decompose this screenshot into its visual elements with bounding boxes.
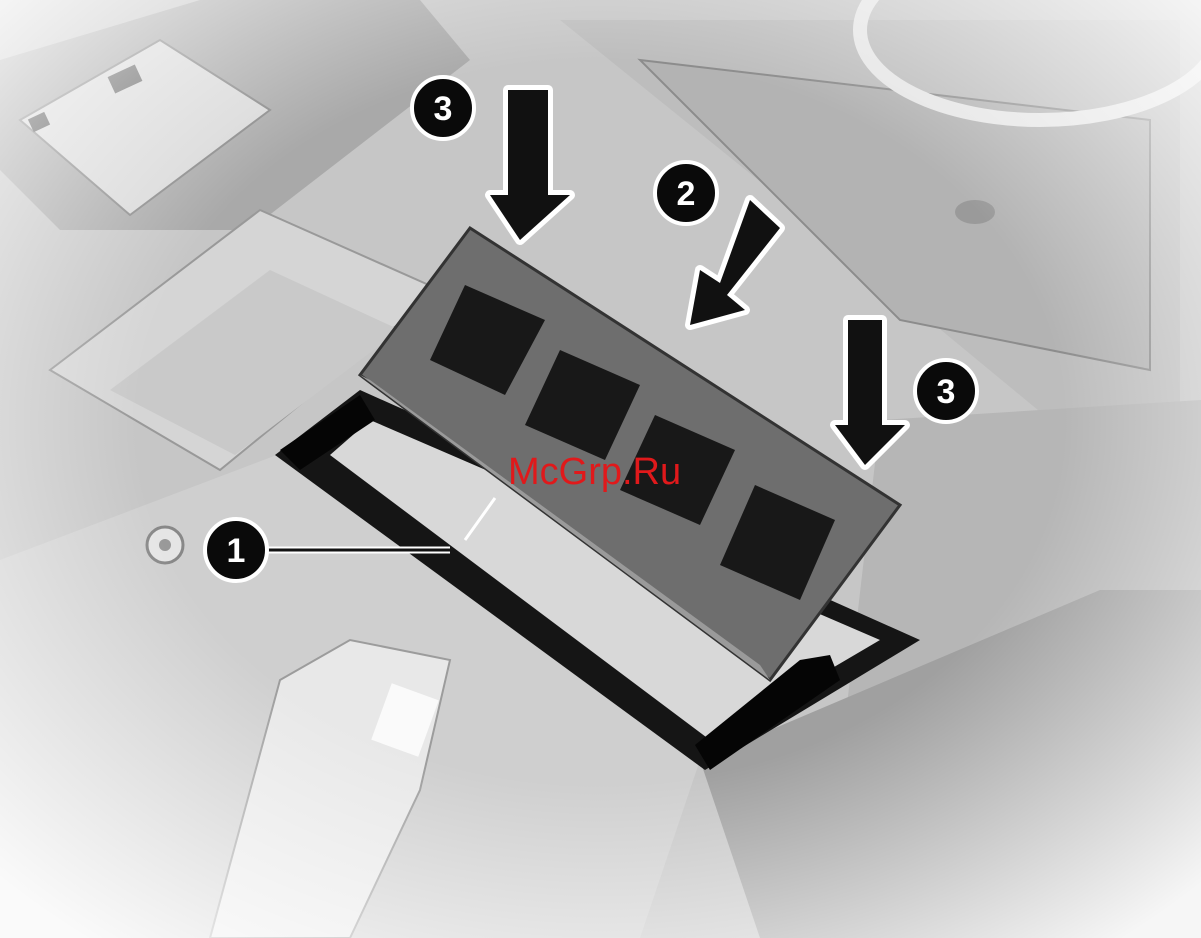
callout-3-right: 3 — [915, 360, 977, 422]
callout-2-label: 2 — [677, 175, 696, 213]
watermark: McGrp.Ru — [508, 451, 681, 493]
callout-3-left-label: 3 — [434, 90, 453, 128]
callout-2: 2 — [655, 162, 717, 224]
callout-3-right-label: 3 — [937, 373, 956, 411]
callout-3-left: 3 — [412, 77, 474, 139]
callout-1: 1 — [205, 519, 267, 581]
callout-1-label: 1 — [227, 532, 246, 570]
